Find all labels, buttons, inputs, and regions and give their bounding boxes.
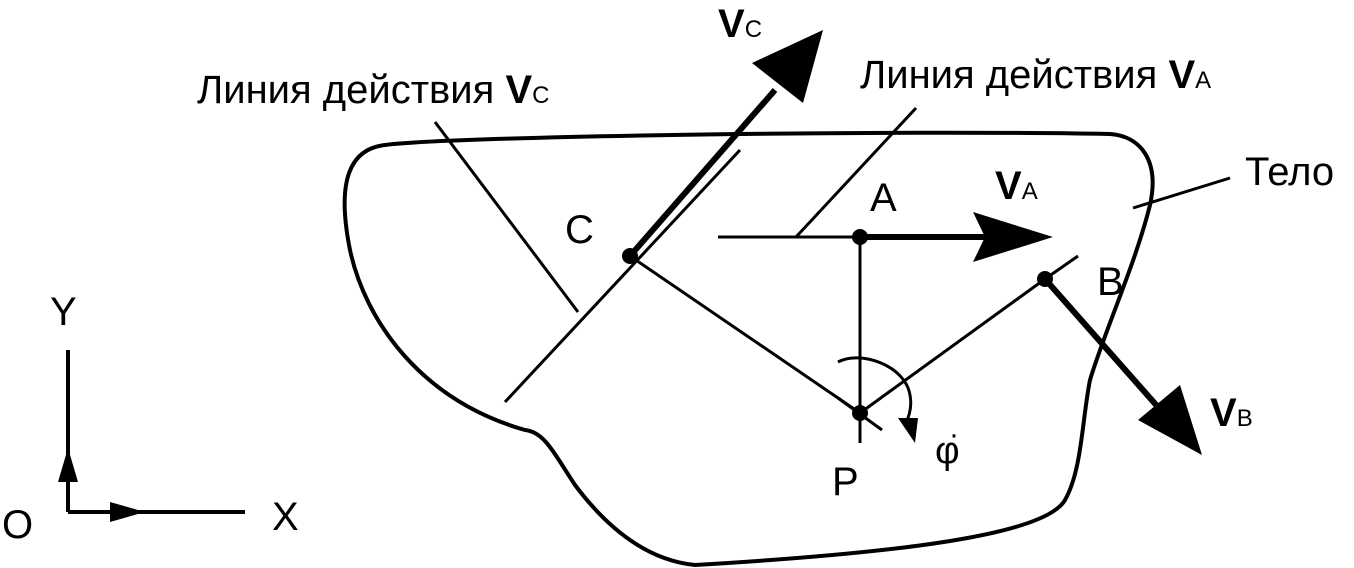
- label-point-b: B: [1097, 260, 1124, 304]
- body-outline: [342, 130, 1155, 568]
- point-a-dot: [852, 229, 868, 245]
- velocity-va-arrowhead: [973, 212, 1053, 262]
- label-point-c: C: [565, 208, 594, 252]
- label-vc: VC: [718, 4, 762, 44]
- label-line-of-action-va-subscript: A: [1195, 67, 1212, 94]
- label-vc-vector: V: [718, 2, 745, 46]
- label-line-of-action-va-text: Линия действия: [860, 53, 1158, 97]
- label-vb-vector: V: [1210, 391, 1237, 435]
- axis-y-arrowhead: [58, 448, 78, 482]
- velocity-vb-arrowhead: [1138, 385, 1202, 455]
- label-vc-subscript: C: [744, 16, 763, 43]
- label-point-a: A: [870, 176, 897, 220]
- label-line-of-action-va-vector: V: [1168, 53, 1196, 97]
- label-vb-subscript: B: [1236, 405, 1253, 432]
- label-origin: O: [2, 503, 34, 547]
- label-line-of-action-vc-vector: V: [505, 68, 533, 112]
- label-line-of-action-vc: Линия действия VC: [197, 70, 549, 110]
- label-line-of-action-vc-subscript: C: [532, 82, 550, 109]
- point-c-dot: [622, 248, 638, 264]
- angular-velocity-arrowhead: [898, 418, 918, 443]
- label-line-of-action-va: Линия действия VA: [860, 55, 1211, 95]
- line-of-action-vc: [503, 148, 742, 404]
- leader-line-body: [1132, 176, 1231, 210]
- axis-x-arrowhead: [110, 502, 145, 522]
- label-axis-x: X: [272, 495, 299, 539]
- label-va-vector: V: [995, 164, 1022, 208]
- velocity-vc-shaft: [627, 88, 778, 258]
- leader-line-vc: [433, 121, 580, 313]
- label-va-subscript: A: [1021, 178, 1038, 205]
- leader-line-va: [794, 106, 918, 239]
- angular-velocity-arc: [837, 356, 913, 426]
- label-vb: VB: [1210, 393, 1253, 433]
- segment-pb: [859, 277, 1046, 415]
- label-va: VA: [995, 166, 1038, 206]
- segment-cp: [629, 254, 861, 415]
- velocity-vb-shaft: [1042, 277, 1168, 417]
- label-axis-y: Y: [50, 290, 77, 334]
- point-b-dot: [1037, 271, 1053, 287]
- label-point-p: P: [832, 460, 859, 504]
- point-p-dot: [852, 405, 868, 421]
- label-phi-dot: · φ: [935, 420, 960, 472]
- phi-dot-mark: ·: [949, 418, 959, 451]
- label-phi: φ: [935, 430, 960, 472]
- label-body: Тело: [1245, 150, 1335, 194]
- velocity-vc-arrowhead: [752, 30, 823, 103]
- label-line-of-action-vc-text: Линия действия: [197, 68, 495, 112]
